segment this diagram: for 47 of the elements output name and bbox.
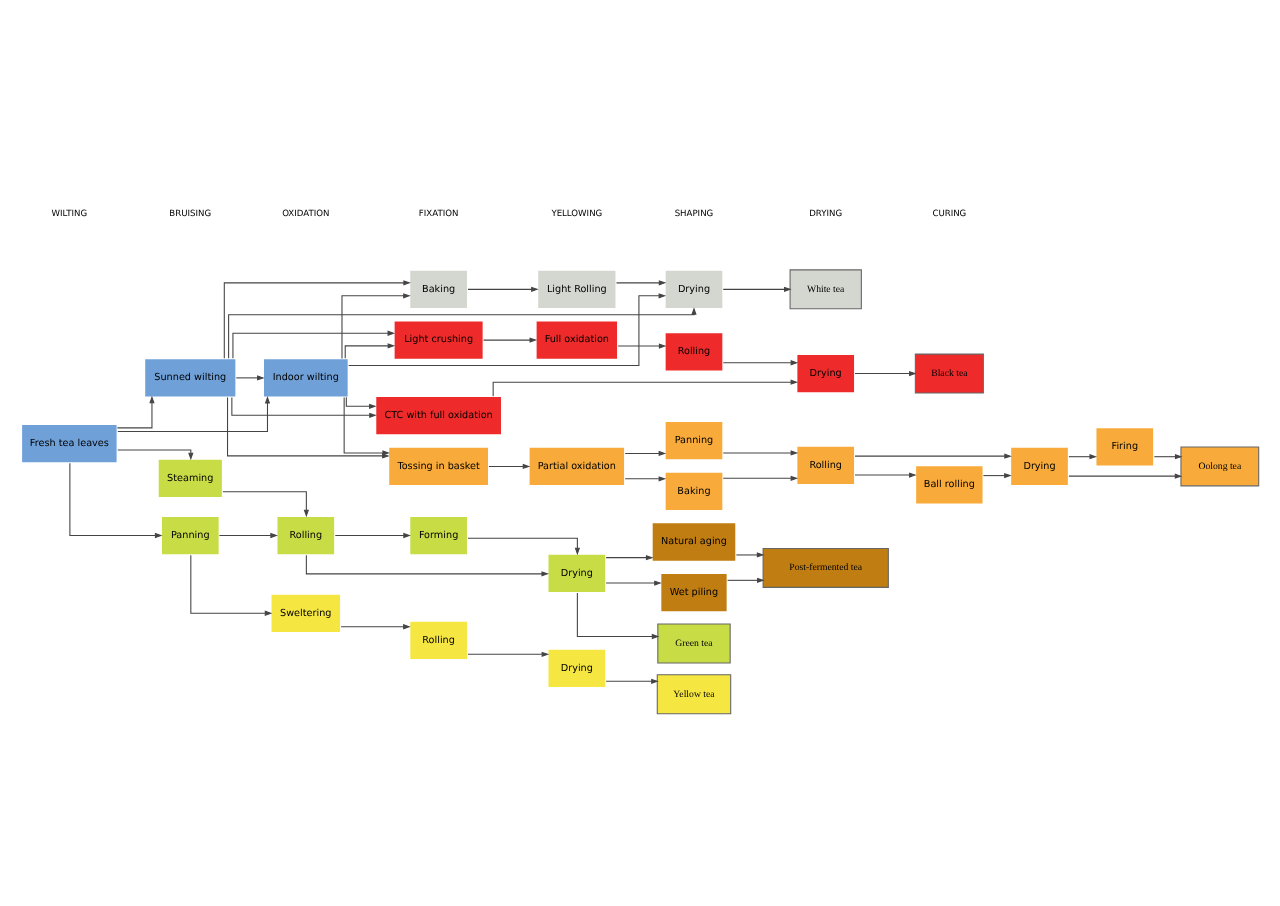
arrow [722,449,799,455]
arrow [982,471,1012,478]
arrow [223,279,411,358]
arrow [190,553,273,615]
arrow [343,396,390,455]
arrow [345,395,377,408]
arrow [624,475,667,481]
arrow [218,531,278,538]
arrow [117,394,271,432]
arrow [228,306,697,358]
arrow [305,553,549,576]
arrow [1153,453,1183,459]
arrow [722,474,799,480]
arrow [605,677,659,683]
arrow [340,623,411,629]
arrow [344,342,396,358]
arrow [116,394,155,428]
arrow [722,359,799,365]
arrow [605,579,662,585]
arrow [232,329,396,358]
arrow [1068,453,1098,459]
arrow [482,336,538,342]
arrow [727,576,765,582]
arrow [1068,472,1183,478]
arrow [69,461,163,538]
arrow [231,395,377,417]
arrow [467,285,539,291]
arrow [854,369,917,376]
arrow [854,452,1012,458]
arrow [235,374,265,380]
arrow [854,471,917,477]
arrow [348,292,667,365]
arrow [488,462,531,469]
arrow [341,292,411,358]
arrow [735,551,765,557]
arrow [334,531,411,538]
arrow [467,650,550,656]
arrow [615,279,667,285]
arrow [492,378,799,396]
arrow [222,490,309,517]
arrow [617,342,667,348]
arrow [576,591,660,639]
arrow [467,536,581,555]
arrow [722,285,792,291]
arrow [624,449,667,456]
arrow [117,448,194,460]
arrow [605,554,654,560]
